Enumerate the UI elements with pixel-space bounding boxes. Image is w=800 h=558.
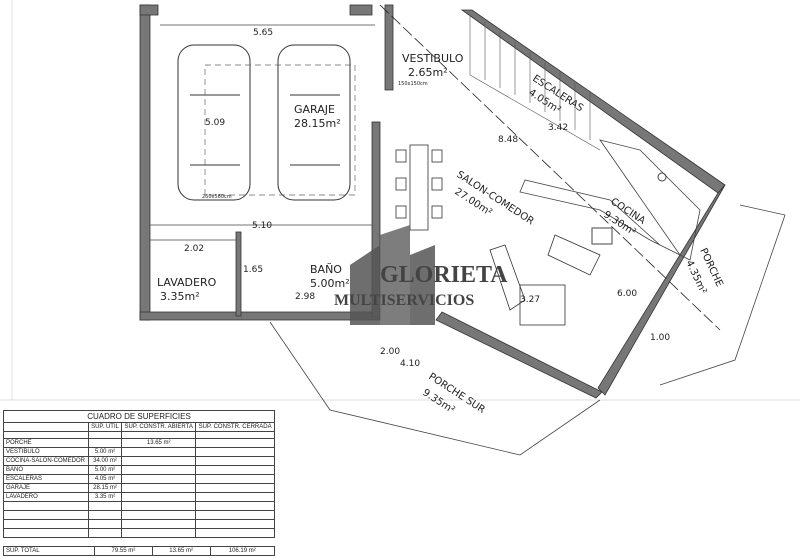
cell	[121, 456, 197, 466]
kitchen-counter	[519, 139, 701, 261]
area-vestibulo: 2.65m²	[408, 66, 448, 79]
cell	[121, 483, 197, 493]
cell	[195, 465, 275, 475]
cell	[195, 438, 275, 448]
dining-table	[395, 144, 443, 231]
dim-label: 2.02	[184, 244, 204, 254]
watermark-buildings-logo	[350, 225, 435, 325]
table-title: CUADRO DE SUPERFICIES	[3, 410, 275, 423]
area-garaje: 28.15m²	[294, 117, 341, 130]
dim-label: 2.98	[295, 292, 315, 302]
cell: LAVADERO	[3, 492, 89, 502]
table-header: SUP. CONSTR. CERRADA	[195, 422, 275, 432]
dim-label: 5.65	[253, 28, 273, 38]
total-util: 79.55 m²	[94, 546, 153, 556]
dim-label: 4.10	[400, 359, 420, 369]
dim-label: 5.10	[252, 221, 272, 231]
room-garaje: GARAJE	[294, 103, 335, 116]
room-bano: BAÑO	[310, 263, 342, 276]
dim-label: 1.65	[243, 265, 263, 275]
cell: ESCALERAS	[3, 474, 89, 484]
table-header	[3, 422, 89, 432]
cell: GARAJE	[3, 483, 89, 493]
cell: 5.00 m²	[87, 465, 123, 475]
cell	[195, 492, 275, 502]
cell	[87, 438, 123, 448]
dimension-labels: 5.65 5.09 5.10 3.42 8.48 2.02 1.65 2.98 …	[184, 28, 670, 369]
total-abierta: 13.65 m²	[151, 546, 211, 556]
dim-label: 5.09	[205, 118, 225, 128]
cell: COCINA-SALON-COMEDOR	[3, 456, 89, 466]
dim-label: 1.00	[650, 333, 670, 343]
cell	[195, 483, 275, 493]
cell	[195, 474, 275, 484]
cars	[177, 44, 351, 201]
cell	[121, 465, 197, 475]
dim-label: 2.00	[380, 347, 400, 357]
room-lavadero: LAVADERO	[157, 276, 217, 289]
cell: 28.15 m²	[87, 483, 123, 493]
cell: 5.00 m²	[87, 447, 123, 457]
stairs	[469, 15, 601, 151]
dim-label: 8.48	[498, 135, 518, 145]
watermark-line1: GLORIETA	[380, 262, 508, 288]
dim-label: 3.27	[520, 295, 540, 305]
surface-total-row: SUP. TOTAL 79.55 m² 13.65 m² 106.19 m²	[3, 546, 276, 556]
note-label: 260x560cm	[202, 194, 232, 200]
room-vestibulo: VESTIBULO	[402, 52, 464, 65]
area-lavadero: 3.35m²	[160, 290, 200, 303]
area-bano: 5.00m²	[310, 277, 350, 290]
cell	[121, 474, 197, 484]
table-header: SUP. ÚTIL	[87, 422, 123, 432]
surface-table: CUADRO DE SUPERFICIES SUP. ÚTIL SUP. CON…	[3, 410, 275, 538]
sink-icon	[591, 227, 613, 245]
hob-icon	[657, 172, 667, 182]
note-label: 150x150cm	[398, 81, 428, 87]
sofa-set	[489, 234, 601, 326]
total-cerrada: 106.19 m²	[209, 546, 276, 556]
walls	[139, 4, 726, 399]
table-row: PORCHE 13.65 m²	[3, 438, 275, 448]
dim-label: 3.42	[548, 123, 568, 133]
cell	[121, 447, 197, 457]
cell	[195, 447, 275, 457]
cell: 3.35 m²	[87, 492, 123, 502]
cell: BAÑO	[3, 465, 89, 475]
cell: 13.65 m²	[121, 438, 197, 448]
cell: PORCHE	[3, 438, 89, 448]
table-header: SUP. CONSTR. ABIERTA	[121, 422, 197, 432]
cell: 34.00 m²	[87, 456, 123, 466]
cell	[121, 492, 197, 502]
dim-label: 6.00	[617, 289, 637, 299]
cell: 4.05 m²	[87, 474, 123, 484]
cell: VESTIBULO	[3, 447, 89, 457]
cell	[195, 456, 275, 466]
watermark-line2: MULTISERVICIOS	[334, 292, 475, 309]
total-label: SUP. TOTAL	[3, 546, 95, 556]
